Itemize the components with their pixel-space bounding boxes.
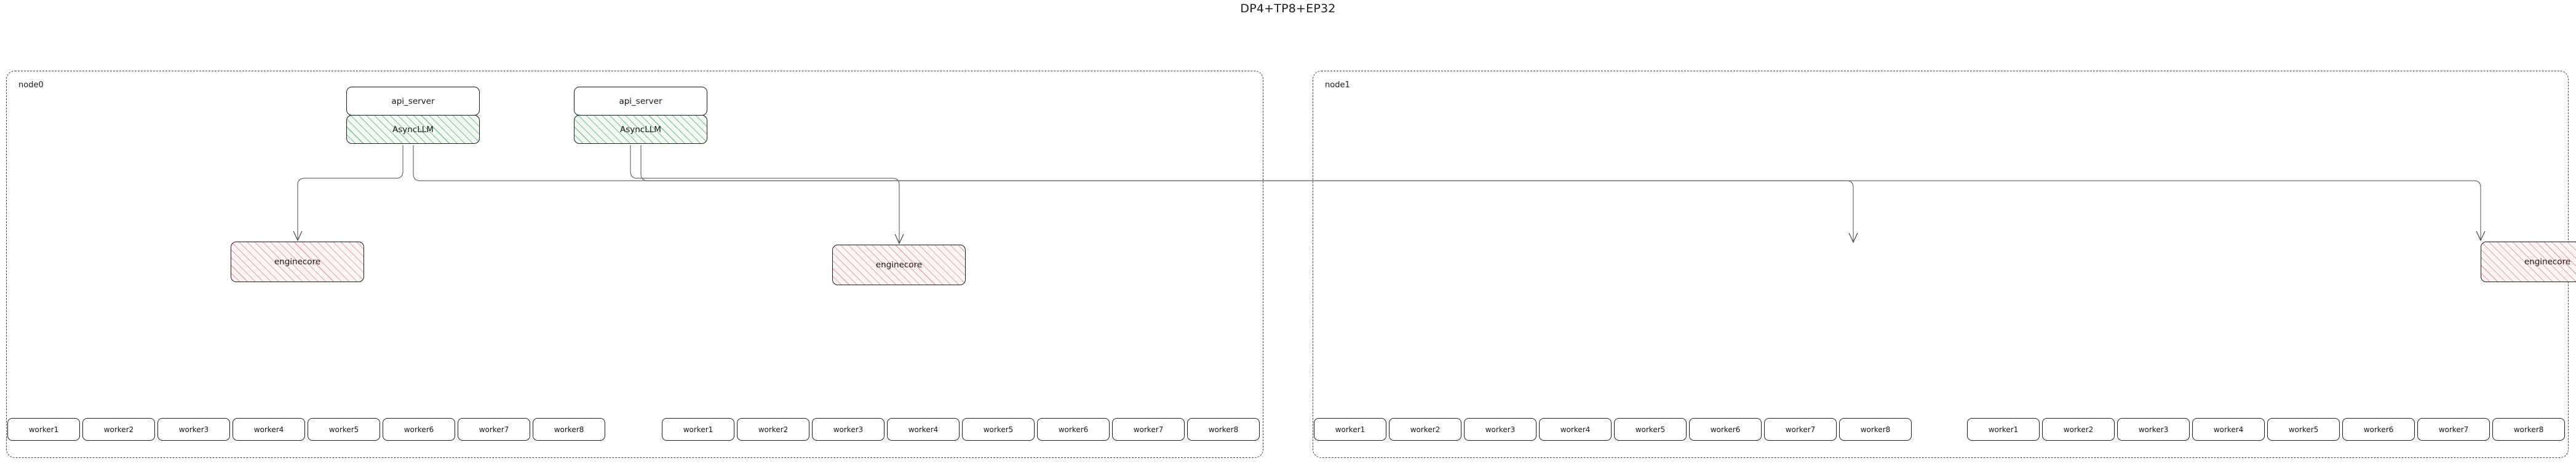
worker-node1-g0-4[interactable]: worker4 [1539, 418, 1612, 441]
api-server-node0-1-label: api_server [619, 96, 662, 106]
worker-node1-g1-7-label: worker7 [2438, 425, 2469, 434]
worker-node1-g0-3-label: worker3 [1485, 425, 1516, 434]
worker-node0-g0-4-label: worker4 [253, 425, 284, 434]
worker-node0-g0-6[interactable]: worker6 [383, 418, 455, 441]
worker-node0-g1-2[interactable]: worker2 [737, 418, 809, 441]
node-label-node1: node1 [1325, 81, 1350, 90]
worker-node0-g1-4[interactable]: worker4 [887, 418, 960, 441]
worker-node0-g1-1-label: worker1 [683, 425, 714, 434]
asyncllm-node0-1-label: AsyncLLM [620, 124, 661, 135]
worker-node0-g1-6-label: worker6 [1058, 425, 1089, 434]
worker-node0-g1-2-label: worker2 [758, 425, 789, 434]
worker-node1-g0-2-label: worker2 [1410, 425, 1441, 434]
worker-node1-g0-8[interactable]: worker8 [1839, 418, 1912, 441]
worker-node0-g0-3-label: worker3 [178, 425, 209, 434]
worker-node0-g0-2-label: worker2 [103, 425, 134, 434]
asyncllm-node0-0-label: AsyncLLM [392, 124, 434, 135]
worker-node0-g0-4[interactable]: worker4 [233, 418, 305, 441]
worker-node0-g0-1[interactable]: worker1 [7, 418, 80, 441]
diagram-title: DP4+TP8+EP32 [1240, 2, 1336, 15]
worker-node0-g0-7[interactable]: worker7 [458, 418, 530, 441]
worker-node1-g0-1-label: worker1 [1335, 425, 1366, 434]
worker-node1-g1-1[interactable]: worker1 [1967, 418, 2040, 441]
worker-node1-g1-2[interactable]: worker2 [2042, 418, 2115, 441]
worker-node1-g1-8[interactable]: worker8 [2492, 418, 2565, 441]
worker-node0-g0-8[interactable]: worker8 [533, 418, 605, 441]
worker-node0-g0-5[interactable]: worker5 [308, 418, 380, 441]
worker-node1-g0-7[interactable]: worker7 [1764, 418, 1837, 441]
asyncllm-node0-1[interactable]: AsyncLLM [574, 115, 707, 144]
worker-node0-g0-7-label: worker7 [479, 425, 509, 434]
worker-node0-g0-5-label: worker5 [328, 425, 359, 434]
enginecore-node0-1[interactable]: enginecore [832, 245, 966, 285]
api-server-node0-1[interactable]: api_server [574, 87, 707, 116]
worker-node1-g0-7-label: worker7 [1785, 425, 1816, 434]
worker-node0-g1-5[interactable]: worker5 [962, 418, 1035, 441]
worker-node0-g1-7[interactable]: worker7 [1112, 418, 1185, 441]
worker-node0-g0-1-label: worker1 [28, 425, 59, 434]
enginecore-node1-0[interactable]: enginecore [2481, 242, 2576, 282]
worker-node1-g1-8-label: worker8 [2513, 425, 2544, 434]
worker-node1-g1-2-label: worker2 [2063, 425, 2094, 434]
asyncllm-node0-0[interactable]: AsyncLLM [346, 115, 480, 144]
worker-node0-g0-8-label: worker8 [554, 425, 584, 434]
enginecore-node0-1-label: enginecore [875, 260, 923, 270]
enginecore-node1-0-label: enginecore [2524, 257, 2571, 267]
worker-node0-g1-5-label: worker5 [983, 425, 1014, 434]
worker-node0-g1-8[interactable]: worker8 [1187, 418, 1260, 441]
worker-node0-g0-2[interactable]: worker2 [82, 418, 155, 441]
worker-node1-g0-5-label: worker5 [1635, 425, 1666, 434]
worker-node1-g0-3[interactable]: worker3 [1464, 418, 1536, 441]
api-server-node0-0[interactable]: api_server [346, 87, 480, 116]
worker-node0-g1-7-label: worker7 [1133, 425, 1164, 434]
worker-node0-g1-3[interactable]: worker3 [812, 418, 885, 441]
worker-node1-g1-7[interactable]: worker7 [2417, 418, 2490, 441]
worker-node1-g0-8-label: worker8 [1860, 425, 1891, 434]
node-label-node0: node0 [18, 81, 44, 90]
worker-node0-g0-3[interactable]: worker3 [157, 418, 230, 441]
worker-node1-g1-6[interactable]: worker6 [2342, 418, 2415, 441]
worker-node1-g0-1[interactable]: worker1 [1314, 418, 1386, 441]
node-container-node0 [6, 71, 1263, 458]
worker-node1-g1-3[interactable]: worker3 [2117, 418, 2190, 441]
worker-node1-g1-3-label: worker3 [2138, 425, 2169, 434]
worker-node1-g0-2[interactable]: worker2 [1389, 418, 1461, 441]
worker-node0-g0-6-label: worker6 [403, 425, 434, 434]
worker-node1-g1-5[interactable]: worker5 [2267, 418, 2340, 441]
worker-node0-g1-1[interactable]: worker1 [662, 418, 734, 441]
worker-node1-g0-6-label: worker6 [1710, 425, 1741, 434]
enginecore-node0-0[interactable]: enginecore [231, 242, 364, 282]
worker-node0-g1-6[interactable]: worker6 [1037, 418, 1110, 441]
worker-node1-g1-1-label: worker1 [1988, 425, 2019, 434]
worker-node0-g1-3-label: worker3 [833, 425, 864, 434]
worker-node1-g0-6[interactable]: worker6 [1689, 418, 1762, 441]
worker-node1-g1-6-label: worker6 [2363, 425, 2394, 434]
worker-node1-g0-4-label: worker4 [1560, 425, 1591, 434]
worker-node1-g1-5-label: worker5 [2288, 425, 2319, 434]
worker-node0-g1-8-label: worker8 [1208, 425, 1239, 434]
enginecore-node0-0-label: enginecore [274, 257, 321, 267]
worker-node0-g1-4-label: worker4 [908, 425, 939, 434]
worker-node1-g0-5[interactable]: worker5 [1614, 418, 1687, 441]
worker-node1-g1-4-label: worker4 [2213, 425, 2244, 434]
worker-node1-g1-4[interactable]: worker4 [2192, 418, 2265, 441]
node-container-node1 [1313, 71, 2569, 458]
api-server-node0-0-label: api_server [391, 96, 435, 106]
